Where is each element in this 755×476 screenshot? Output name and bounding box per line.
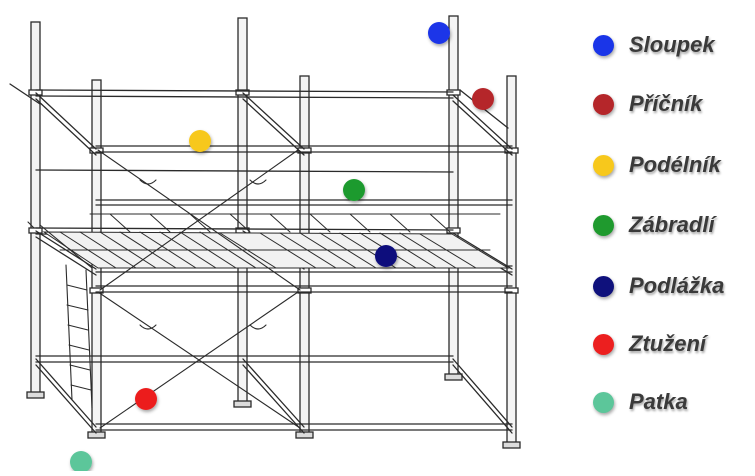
ladder xyxy=(27,221,93,409)
marker-zabradli xyxy=(343,179,365,201)
marker-pricnik xyxy=(472,88,494,110)
legend-dot-patka xyxy=(593,391,614,413)
legend-label-ztuzeni: Ztužení xyxy=(629,331,706,356)
legend-label-patka: Patka xyxy=(629,389,688,414)
legend-item-podelnik: Podélník xyxy=(590,148,721,182)
deck-platform xyxy=(42,213,510,269)
marker-podelnik xyxy=(189,130,211,152)
marker-podlazka xyxy=(375,245,397,267)
legend-label-zabradli: Zábradlí xyxy=(629,212,715,237)
scaffold-diagram xyxy=(9,15,521,473)
legend-item-zabradli: Zábradlí xyxy=(590,208,715,242)
scaffold-drawing xyxy=(9,15,521,473)
legend-label-podelnik: Podélník xyxy=(629,152,721,177)
legend-dot-sloupek xyxy=(593,34,614,56)
legend-label-pricnik: Příčník xyxy=(629,91,703,116)
ledgers xyxy=(9,83,513,434)
marker-ztuzeni xyxy=(135,388,157,410)
base-plates xyxy=(26,373,521,449)
legend-label-podlazka: Podlážka xyxy=(629,273,725,298)
legend-dot-podelnik xyxy=(593,154,614,176)
legend-dot-pricnik xyxy=(593,93,614,115)
legend-item-ztuzeni: Ztužení xyxy=(590,327,706,361)
legend-label-sloupek: Sloupek xyxy=(629,32,715,57)
legend-item-podlazka: Podlážka xyxy=(590,269,724,303)
legend-item-pricnik: Příčník xyxy=(590,87,702,121)
marker-sloupek xyxy=(428,22,450,44)
marker-patka xyxy=(70,451,92,473)
legend: Sloupek Příčník Podélník Zábradlí Podláž… xyxy=(590,0,755,471)
legend-dot-zabradli xyxy=(593,214,614,236)
legend-item-patka: Patka xyxy=(590,385,688,419)
cross-bracing xyxy=(97,149,301,429)
legend-dot-podlazka xyxy=(593,275,614,297)
component-markers xyxy=(70,22,494,473)
legend-dot-ztuzeni xyxy=(593,333,614,355)
legend-item-sloupek: Sloupek xyxy=(590,28,715,62)
